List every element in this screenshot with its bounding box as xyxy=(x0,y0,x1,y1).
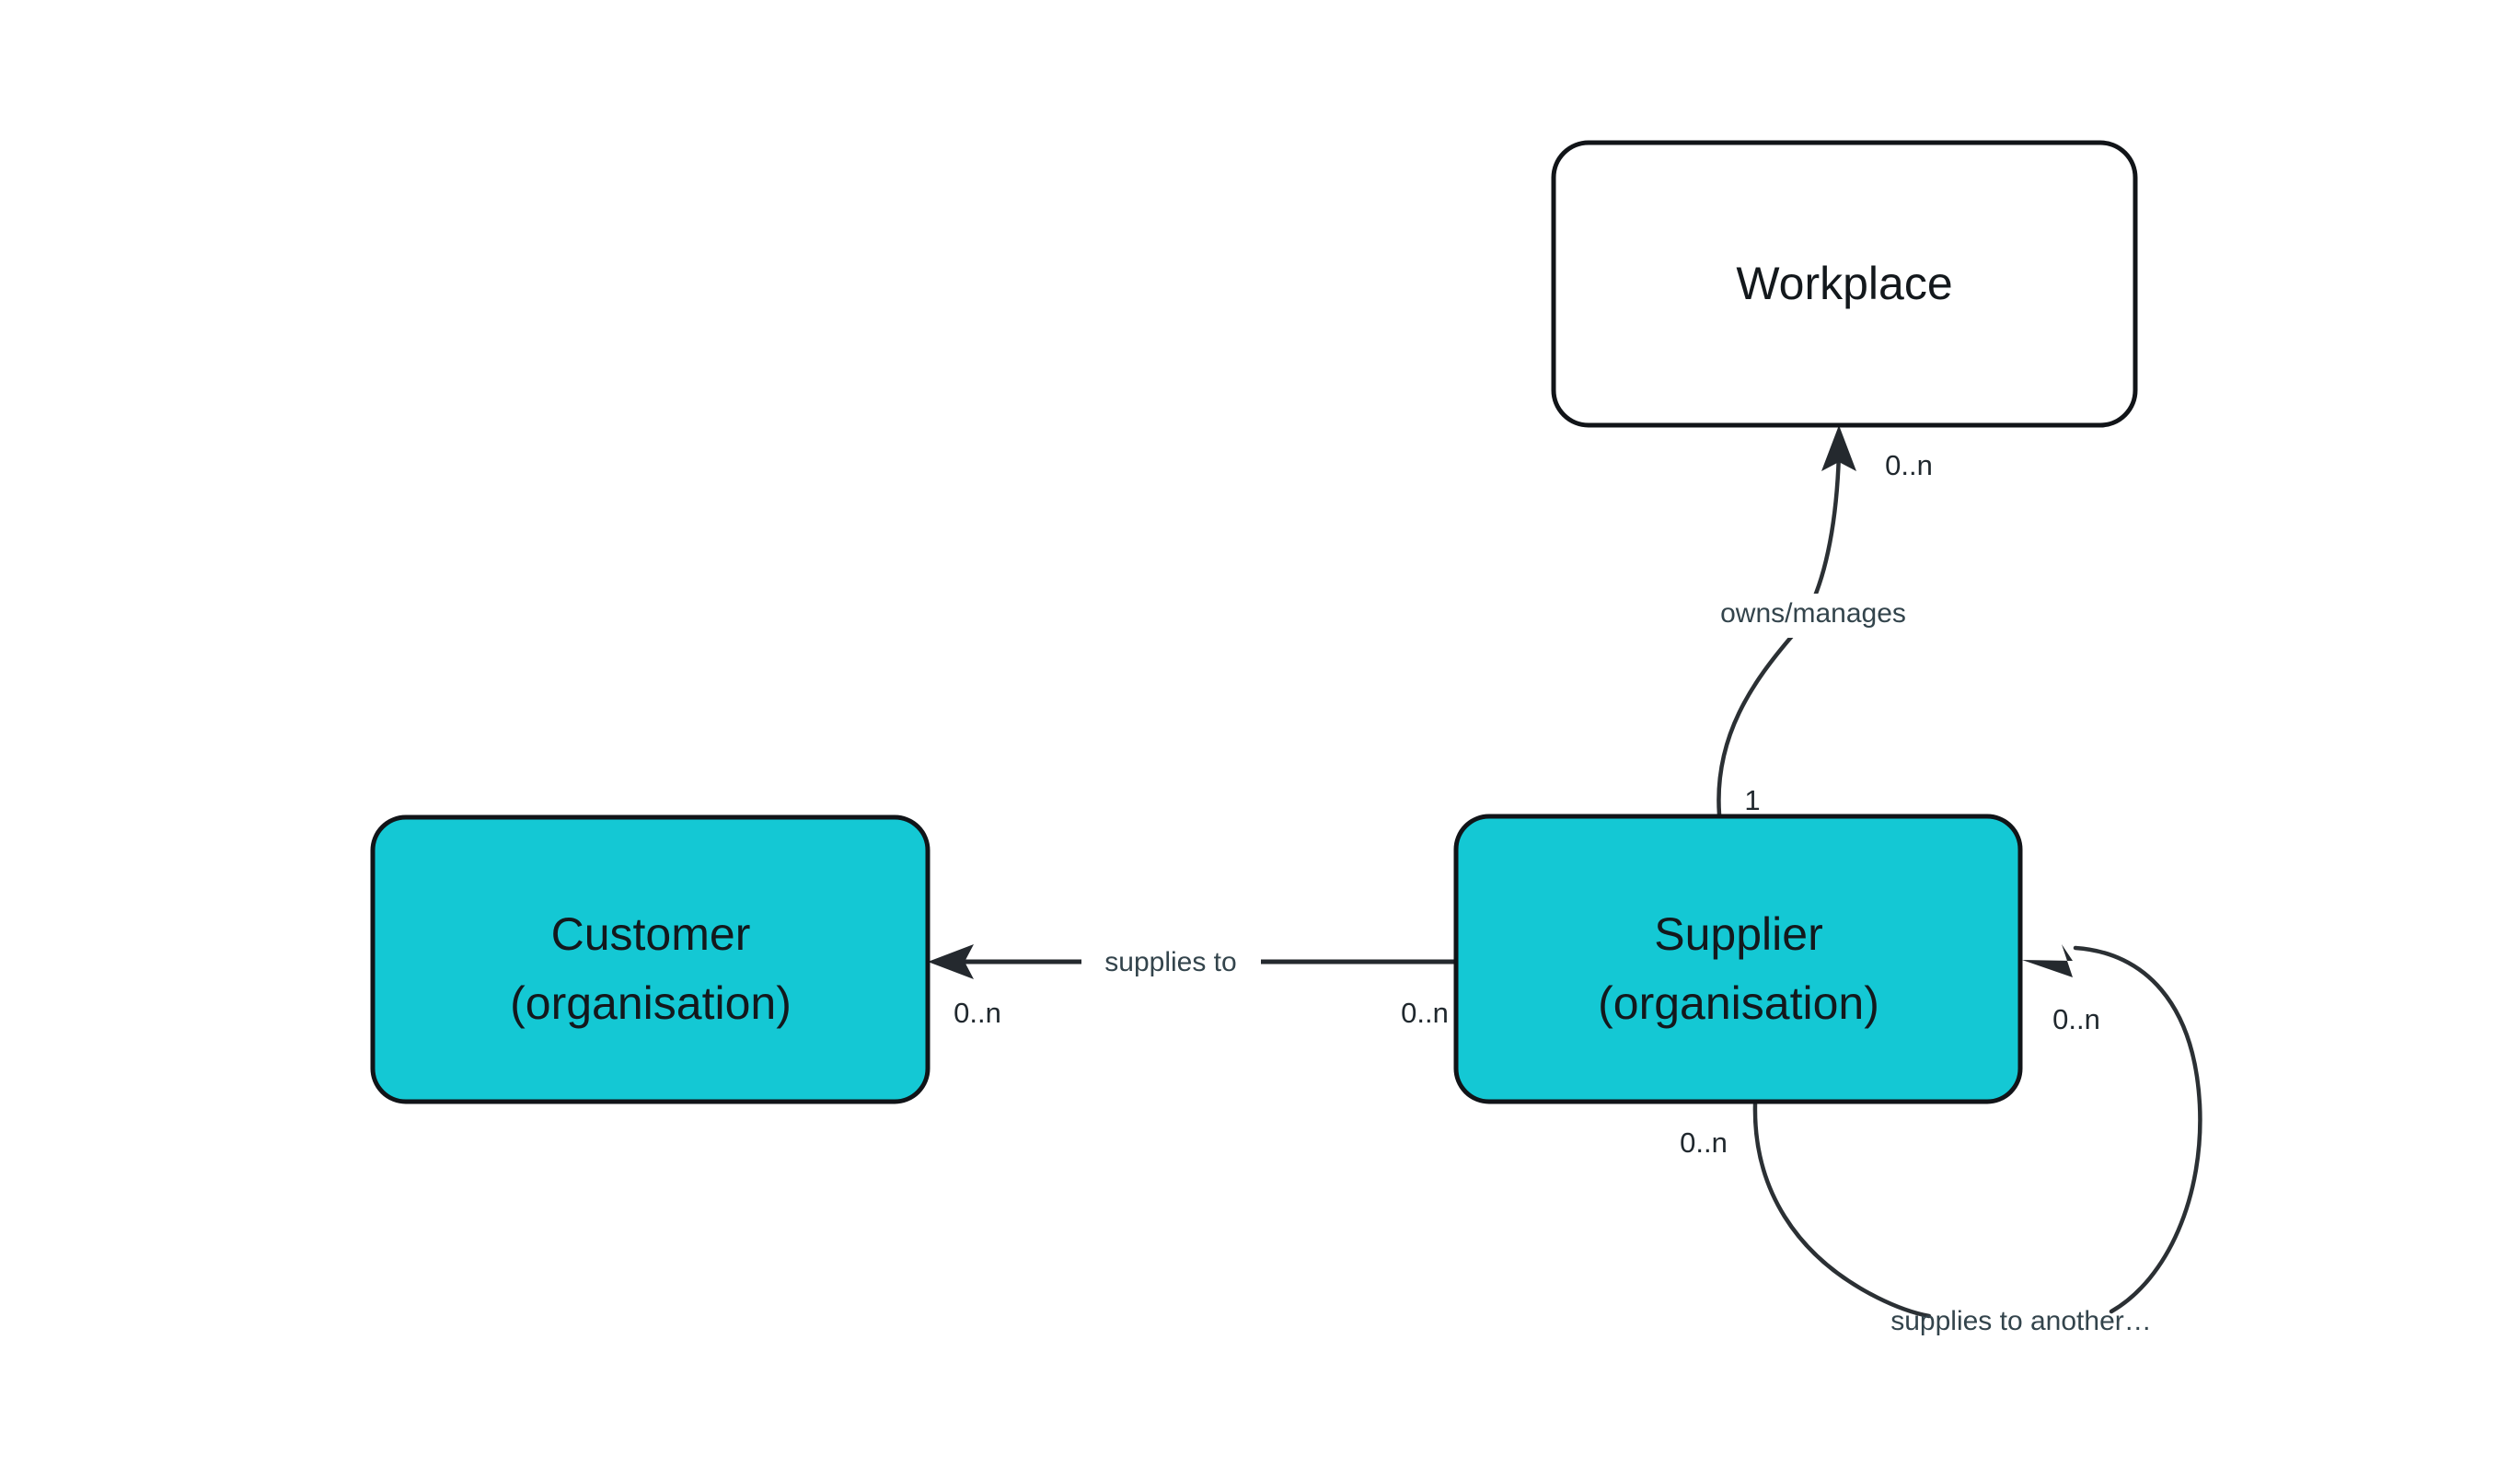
owns-manages-target-multiplicity: 0..n xyxy=(1885,449,1933,481)
supplies-to-another-path-in xyxy=(2073,945,2202,1314)
edge-owns-manages[interactable]: owns/manages 1 0..n xyxy=(1698,425,1933,817)
edge-supplies-to-another[interactable]: supplies to another… 0..n 0..n xyxy=(1680,944,2202,1336)
supplies-to-target-multiplicity: 0..n xyxy=(954,997,1001,1029)
owns-manages-arrowhead-icon xyxy=(1821,425,1856,471)
supplies-to-another-path-out xyxy=(1752,1102,1932,1319)
customer-box xyxy=(370,814,931,1104)
supplies-to-another-target-multiplicity: 0..n xyxy=(2052,1003,2100,1035)
owns-manages-source-multiplicity: 1 xyxy=(1744,784,1760,816)
owns-manages-label: owns/manages xyxy=(1720,598,1906,629)
supplies-to-source-multiplicity: 0..n xyxy=(1401,997,1449,1029)
workplace-box xyxy=(1551,140,2138,428)
supplier-box xyxy=(1453,814,2023,1104)
supplies-to-another-label: supplies to another… xyxy=(1890,1306,2152,1336)
supplies-to-another-arrowhead-icon xyxy=(2022,944,2073,977)
node-supplier[interactable]: Supplier (organisation) xyxy=(1453,814,2023,1104)
edge-supplies-to[interactable]: supplies to 0..n 0..n xyxy=(928,944,1454,1029)
node-workplace[interactable]: Workplace xyxy=(1551,140,2138,428)
supplies-to-label: supplies to xyxy=(1104,947,1236,977)
supplies-to-another-source-multiplicity: 0..n xyxy=(1680,1126,1728,1159)
supplies-to-arrowhead-icon xyxy=(928,944,974,979)
node-customer[interactable]: Customer (organisation) xyxy=(370,814,931,1104)
owns-manages-label-backdrop xyxy=(1698,594,1928,638)
